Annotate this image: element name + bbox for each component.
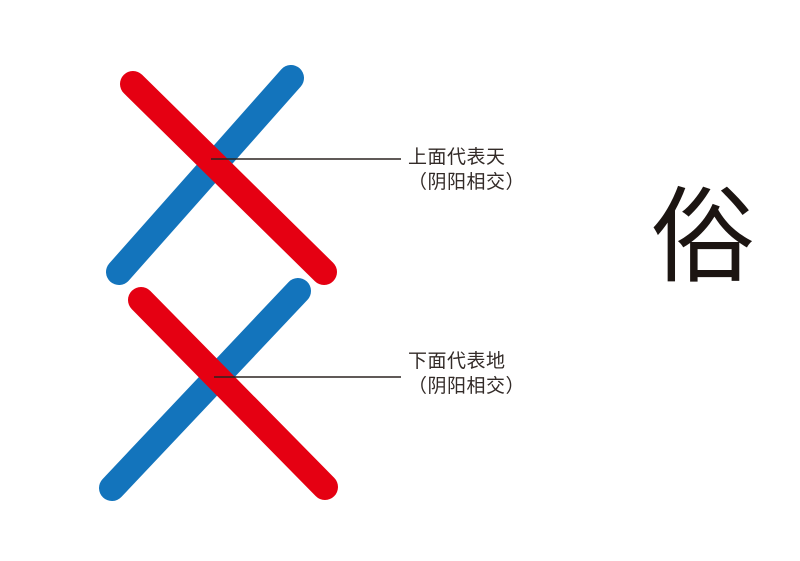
- lower-cross-red-stroke: [128, 287, 338, 500]
- upper-cross-red-stroke: [120, 71, 337, 285]
- annotation-heaven-line1: 上面代表天: [408, 146, 506, 168]
- lower-cross-blue-stroke: [99, 278, 311, 501]
- annotation-earth-line1: 下面代表地: [408, 350, 506, 372]
- annotation-heaven-line2: （阴阳相交）: [408, 171, 526, 193]
- annotation-earth: 下面代表地 （阴阳相交）: [408, 349, 525, 399]
- annotation-heaven: 上面代表天 （阴阳相交）: [408, 145, 525, 195]
- annotation-earth-line2: （阴阳相交）: [408, 375, 526, 397]
- character-glyph-display: 俗: [650, 176, 755, 298]
- lower-cross-group: [99, 278, 338, 501]
- upper-cross-blue-stroke: [106, 65, 304, 285]
- upper-cross-group: [106, 65, 337, 285]
